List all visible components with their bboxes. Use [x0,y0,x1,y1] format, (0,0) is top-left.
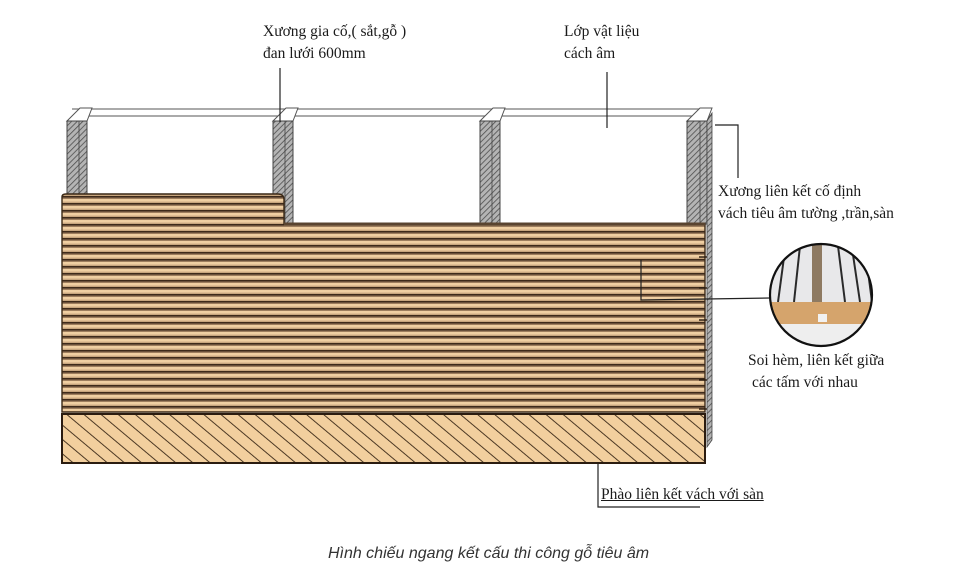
label-reinforcement-frame-line2: đan lưới 600mm [263,45,366,62]
figure-caption: Hình chiếu ngang kết cấu thi công gỗ tiê… [327,545,650,562]
acoustic-panels [61,193,707,413]
label-insulation-layer-line1: Lớp vật liệu [564,23,640,40]
label-reinforcement-frame-line1: Xương gia cố,( sắt,gỗ ) [263,23,407,40]
stud-4-edge [685,107,713,449]
label-tongue-groove: Soi hèm, liên kết giữa các tấm với nhau [748,350,884,394]
label-tongue-groove-line2: các tấm với nhau [752,374,858,391]
label-insulation-layer: Lớp vật liệu cách âm [564,21,639,65]
label-tongue-groove-line1: Soi hèm, liên kết giữa [748,352,885,369]
skirting-board [61,413,706,464]
label-insulation-layer-line2: cách âm [564,45,616,62]
label-reinforcement-frame: Xương gia cố,( sắt,gỗ ) đan lưới 600mm [263,21,406,65]
label-fixing-frame-line2: vách tiêu âm tường ,trần,sàn [718,205,894,222]
label-fixing-frame: Xương liên kết cố định vách tiêu âm tườn… [718,181,894,225]
label-skirting: Phào liên kết vách với sàn [601,484,764,506]
top-rail [72,108,712,117]
stud-1 [65,107,93,198]
label-fixing-frame-line1: Xương liên kết cố định [718,183,862,200]
leader-lines [279,68,771,508]
label-skirting-text: Phào liên kết vách với sàn [601,486,764,503]
tongue-groove-detail-inset [768,242,874,348]
stud-3 [478,107,506,225]
